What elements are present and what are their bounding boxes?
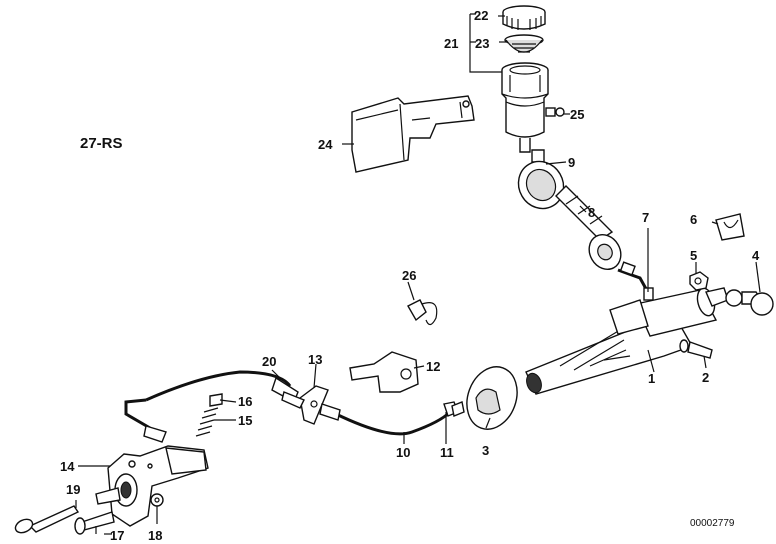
label-9: 9 [568, 155, 575, 170]
label-8: 8 [588, 205, 595, 220]
part-12-line-bracket[interactable] [349, 351, 419, 393]
part-22-reservoir-cap[interactable] [502, 5, 546, 30]
part-2-screw[interactable] [679, 339, 713, 359]
part-14-slave-cylinder[interactable] [95, 445, 209, 527]
label-15: 15 [238, 413, 252, 428]
part-19-pushrod[interactable] [13, 505, 80, 535]
part-1-master-cylinder[interactable] [524, 286, 729, 395]
label-2: 2 [702, 370, 709, 385]
label-14: 14 [60, 459, 75, 474]
label-11: 11 [440, 445, 454, 460]
label-16: 16 [238, 394, 252, 409]
label-bracket-21 [469, 13, 502, 73]
label-20: 20 [262, 354, 276, 369]
label-25: 25 [570, 107, 584, 122]
part-3-grommet[interactable] [459, 360, 526, 437]
part-labels: 22 21 23 25 24 9 8 7 6 5 4 26 20 13 12 1… [60, 8, 760, 543]
label-22: 22 [474, 8, 488, 23]
label-23: 23 [475, 36, 489, 51]
part-16-bleeder-cap[interactable] [209, 393, 223, 407]
label-7: 7 [642, 210, 649, 225]
label-26: 26 [402, 268, 416, 283]
leader-lines [75, 15, 761, 534]
drawing-number: 00002779 [690, 518, 735, 529]
part-18-washer[interactable] [150, 493, 164, 507]
label-4: 4 [752, 248, 760, 263]
part-23-strainer[interactable] [504, 34, 544, 53]
part-5-nut[interactable] [689, 271, 709, 291]
part-11-union[interactable] [451, 401, 465, 417]
label-6: 6 [690, 212, 697, 227]
part-9-damper-connector[interactable] [510, 149, 572, 217]
part-24-heat-shield[interactable] [351, 95, 475, 173]
part-15-spring[interactable] [195, 407, 219, 437]
part-26-retaining-clip[interactable] [407, 299, 438, 326]
label-21: 21 [444, 36, 458, 51]
part-6-clip[interactable] [715, 213, 745, 241]
label-17: 17 [110, 528, 124, 543]
label-12: 12 [426, 359, 440, 374]
part-21-fluid-reservoir[interactable] [501, 62, 549, 153]
part-17-bolt[interactable] [74, 511, 115, 535]
label-24: 24 [318, 137, 333, 152]
group-label: 27-RS [80, 135, 123, 152]
part-10-pressure-line[interactable] [319, 401, 459, 436]
part-8-feed-hose[interactable] [555, 185, 627, 275]
label-1: 1 [648, 371, 655, 386]
part-20-hose-line[interactable] [124, 370, 305, 443]
label-10: 10 [396, 445, 410, 460]
part-25-clamp-screw[interactable] [545, 107, 565, 117]
label-19: 19 [66, 482, 80, 497]
label-18: 18 [148, 528, 162, 543]
label-5: 5 [690, 248, 697, 263]
label-13: 13 [308, 352, 322, 367]
label-3: 3 [482, 443, 489, 458]
part-4-bolt[interactable] [725, 289, 774, 316]
